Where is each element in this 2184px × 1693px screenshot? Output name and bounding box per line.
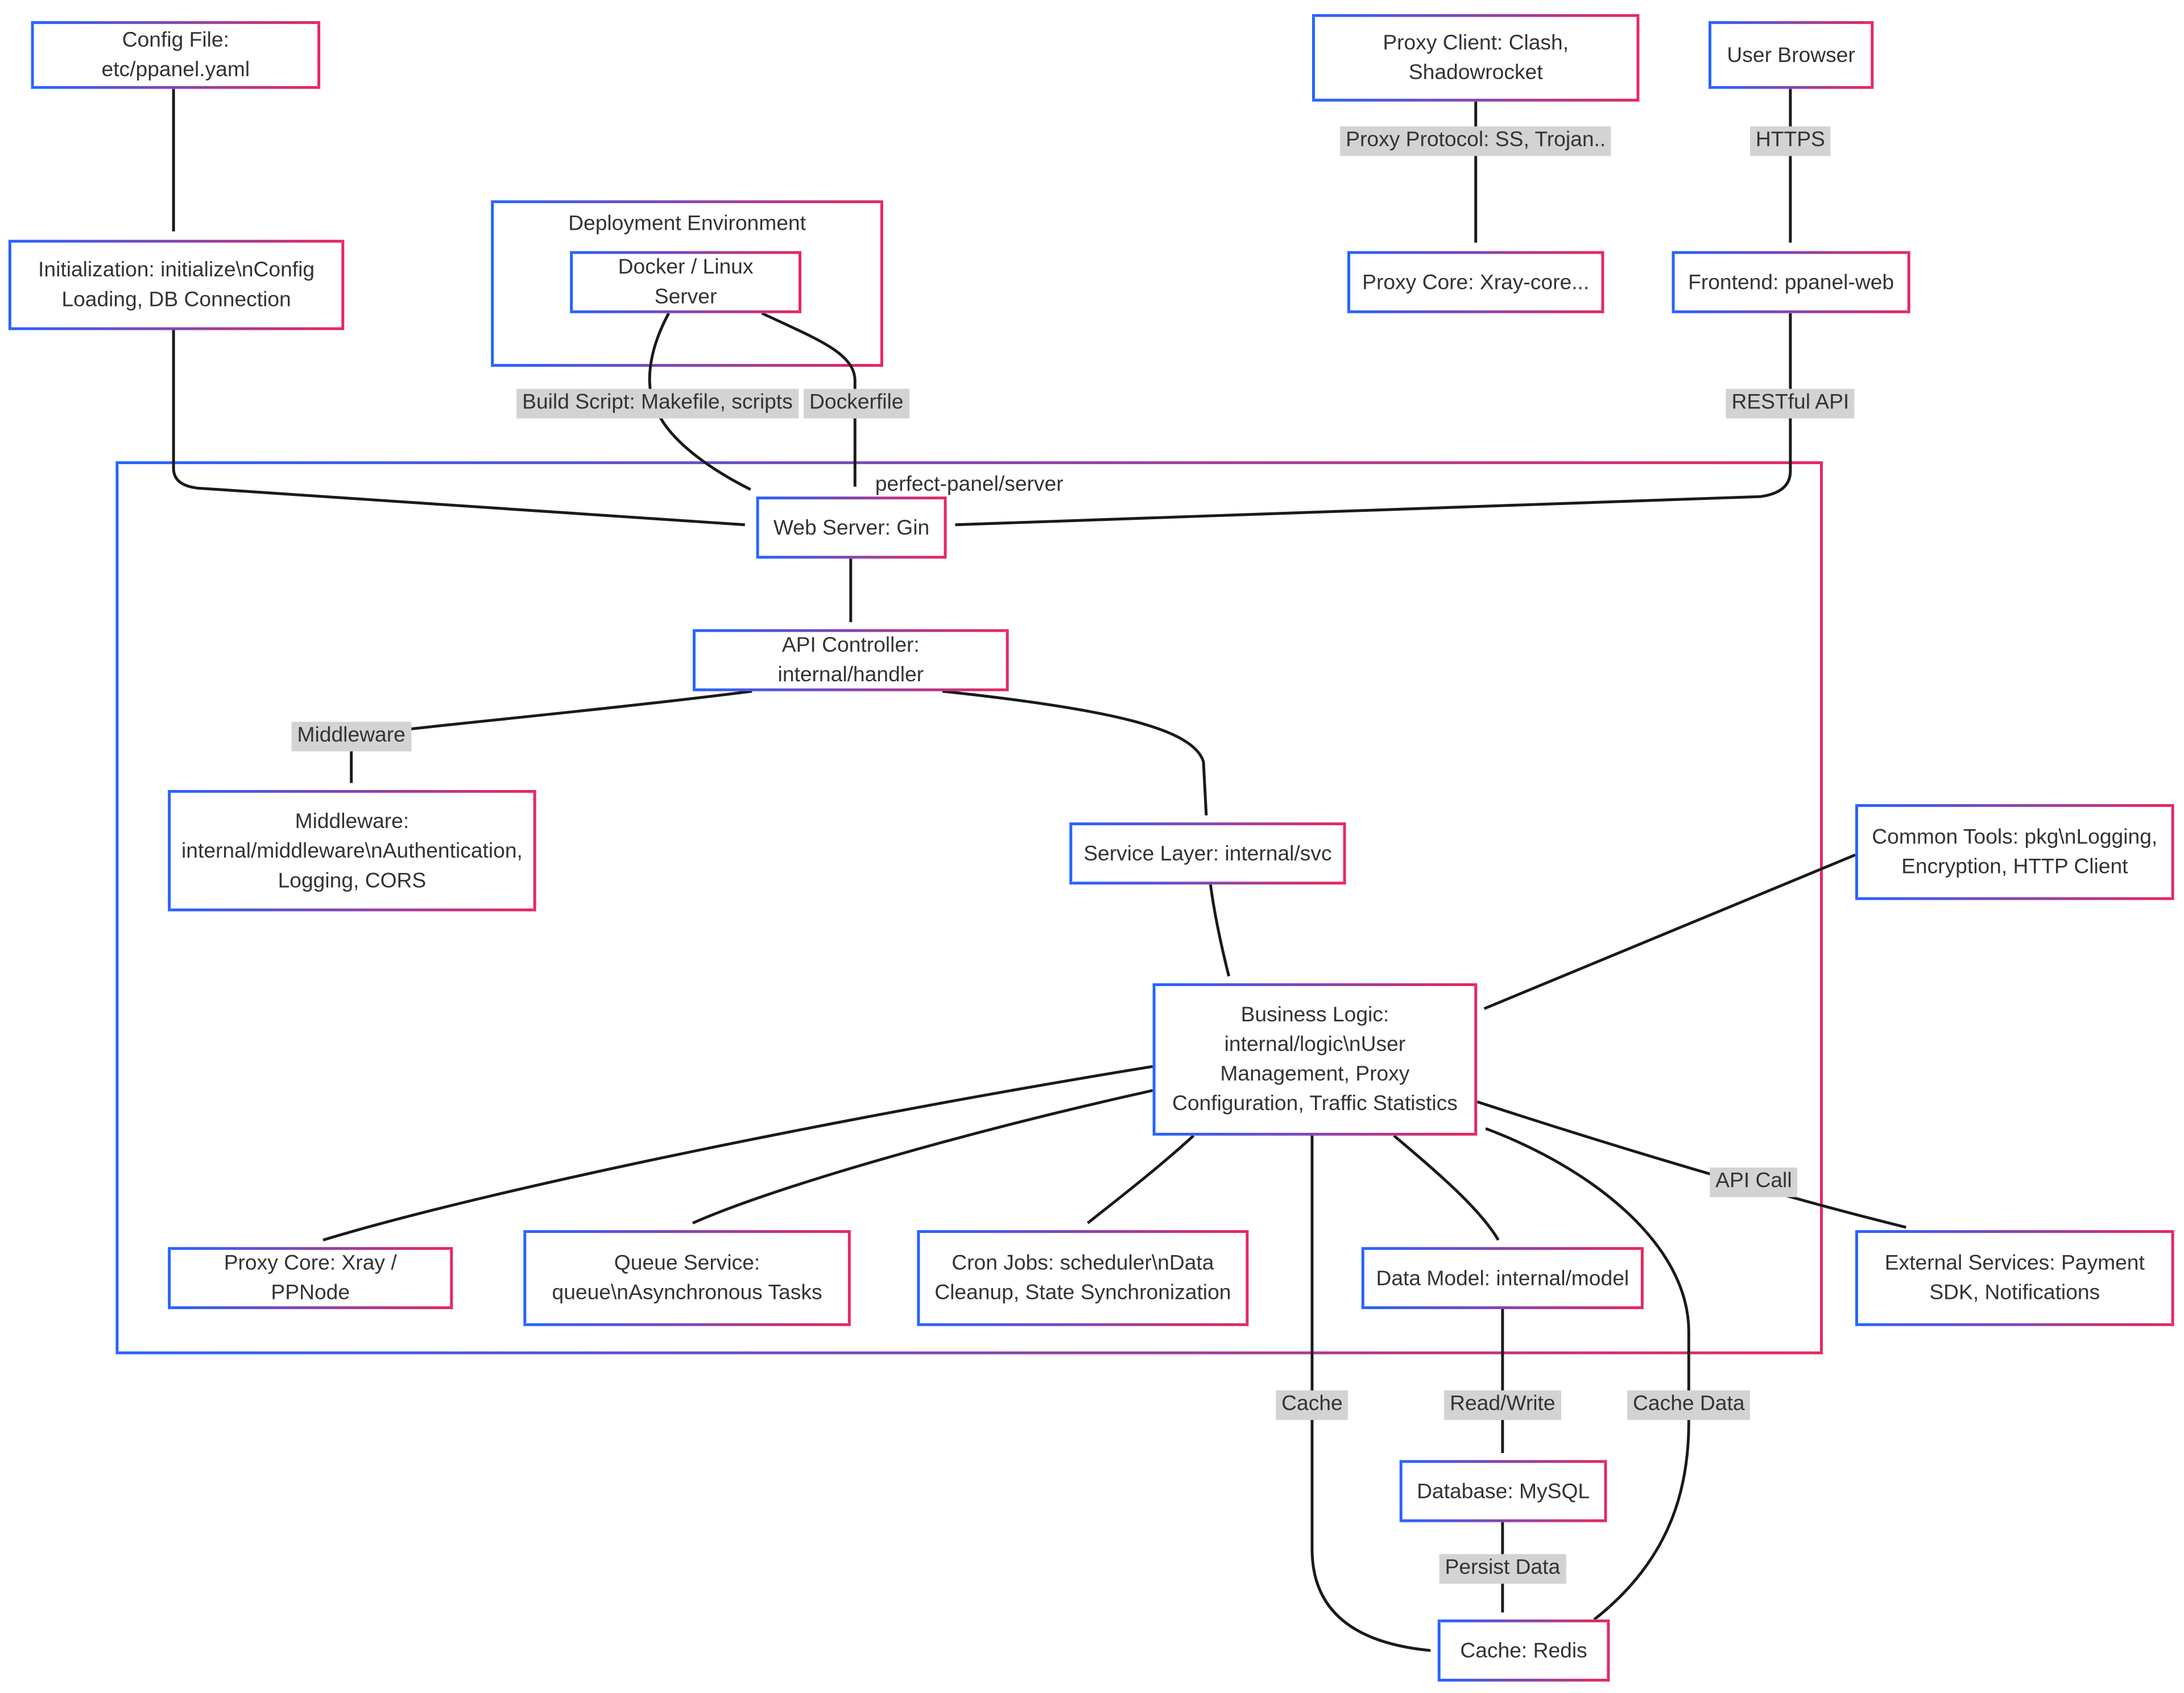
edge-logic-to-queue (692, 1089, 1153, 1224)
node-config-file-label: Config File: etc/ppanel.yaml (101, 28, 250, 82)
edge-label-build-script: Build Script: Makefile, scripts (516, 388, 799, 419)
edge-apicontroller-to-servicelayer (942, 690, 1208, 816)
node-web-server-label: Web Server: Gin (773, 515, 930, 540)
node-docker-label: Docker / Linux Server (618, 255, 754, 309)
edge-docker-dockerfile-to-webserver (761, 312, 857, 487)
edge-label-dockerfile: Dockerfile (804, 388, 909, 419)
node-frontend-label: Frontend: ppanel-web (1688, 270, 1895, 295)
node-external-services-label: External Services: Payment SDK, Notifica… (1884, 1251, 2145, 1305)
edge-label-cache: Cache (1276, 1390, 1349, 1420)
edge-label-https: HTTPS (1749, 126, 1831, 156)
node-database-mysql-label: Database: MySQL (1417, 1479, 1590, 1504)
node-common-tools-label: Common Tools: pkg\nLogging, Encryption, … (1872, 825, 2158, 879)
edge-commontools-to-logic (1483, 853, 1856, 1010)
cluster-deployment-label: Deployment Environment (568, 212, 806, 236)
node-cron-jobs-label: Cron Jobs: scheduler\nData Cleanup, Stat… (934, 1251, 1231, 1305)
node-proxy-core-ppnode: Proxy Core: Xray / PPNode (168, 1247, 453, 1309)
edge-label-cache-data: Cache Data (1627, 1390, 1751, 1420)
edge-servicelayer-to-logic (1209, 884, 1231, 977)
edge-logic-to-datamodel (1393, 1134, 1500, 1241)
node-queue-service-label: Queue Service: queue\nAsynchronous Tasks (552, 1251, 822, 1305)
cluster-server-label: perfect-panel/server (875, 473, 1064, 497)
edge-logic-to-proxycore (322, 1065, 1153, 1241)
node-user-browser: User Browser (1709, 21, 1874, 89)
edge-label-restful-api: RESTful API (1726, 388, 1855, 419)
node-cache-redis: Cache: Redis (1437, 1619, 1610, 1682)
edge-logic-to-redis (1310, 1135, 1431, 1652)
node-middleware: Middleware: internal/middleware\nAuthent… (168, 790, 536, 912)
node-business-logic-label: Business Logic: internal/logic\nUser Man… (1172, 1003, 1458, 1116)
node-initialization: Initialization: initialize\nConfig Loadi… (8, 239, 345, 330)
edge-label-read-write: Read/Write (1444, 1390, 1561, 1420)
node-queue-service: Queue Service: queue\nAsynchronous Tasks (523, 1230, 851, 1326)
node-docker-linux-server: Docker / Linux Server (570, 251, 801, 313)
node-proxy-client-label: Proxy Client: Clash, Shadowrocket (1383, 31, 1569, 85)
node-proxy-client: Proxy Client: Clash, Shadowrocket (1312, 14, 1640, 102)
node-api-controller: API Controller: internal/handler (692, 629, 1009, 692)
node-database-mysql: Database: MySQL (1399, 1460, 1607, 1522)
edge-redis-to-logic (1485, 1127, 1690, 1621)
node-data-model-label: Data Model: internal/model (1376, 1266, 1629, 1290)
node-service-layer-label: Service Layer: internal/svc (1083, 841, 1332, 866)
edge-label-middleware: Middleware (291, 722, 411, 751)
node-proxy-core-xray: Proxy Core: Xray-core... (1347, 251, 1604, 313)
edge-label-proxy-protocol: Proxy Protocol: SS, Trojan.. (1340, 126, 1612, 156)
edge-init-to-webserver (172, 330, 745, 527)
cluster-deployment-environment: Deployment Environment (491, 200, 883, 367)
node-cache-redis-label: Cache: Redis (1460, 1638, 1587, 1663)
node-proxy-core-ppnode-label: Proxy Core: Xray / PPNode (224, 1251, 397, 1305)
node-user-browser-label: User Browser (1727, 43, 1855, 67)
node-service-layer: Service Layer: internal/svc (1069, 822, 1346, 885)
node-web-server: Web Server: Gin (756, 496, 947, 559)
node-middleware-label: Middleware: internal/middleware\nAuthent… (181, 809, 523, 892)
node-initialization-label: Initialization: initialize\nConfig Loadi… (38, 258, 315, 312)
node-config-file: Config File: etc/ppanel.yaml (31, 21, 321, 89)
node-external-services: External Services: Payment SDK, Notifica… (1855, 1230, 2174, 1326)
node-common-tools: Common Tools: pkg\nLogging, Encryption, … (1855, 804, 2174, 900)
edge-label-persist-data: Persist Data (1439, 1554, 1566, 1584)
node-cron-jobs: Cron Jobs: scheduler\nData Cleanup, Stat… (917, 1230, 1249, 1326)
edge-frontend-to-webserver (955, 313, 1792, 527)
node-data-model: Data Model: internal/model (1361, 1247, 1644, 1309)
node-api-controller-label: API Controller: internal/handler (777, 633, 924, 688)
node-proxy-core-xray-label: Proxy Core: Xray-core... (1362, 270, 1590, 295)
node-business-logic: Business Logic: internal/logic\nUser Man… (1152, 983, 1478, 1136)
node-frontend: Frontend: ppanel-web (1672, 251, 1910, 313)
edge-apicontroller-to-middleware (350, 690, 752, 783)
edge-logic-to-external (1476, 1100, 1906, 1229)
edge-label-api-call: API Call (1710, 1168, 1798, 1197)
edge-logic-to-cron (1086, 1135, 1195, 1224)
